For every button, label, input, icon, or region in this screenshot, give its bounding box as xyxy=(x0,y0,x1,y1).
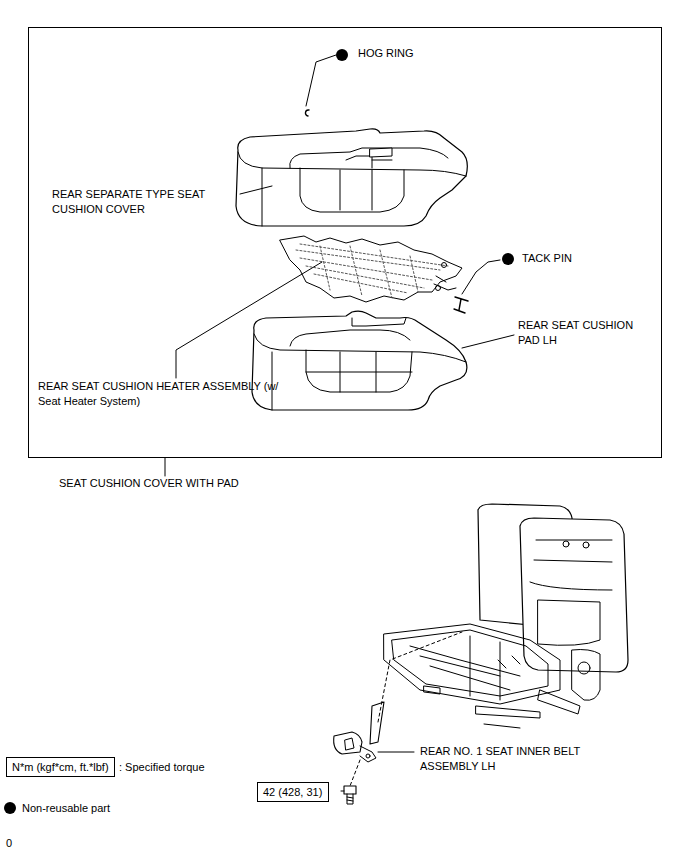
leader-line xyxy=(176,262,322,378)
assembly-name: SEAT CUSHION COVER WITH PAD xyxy=(59,476,239,490)
torque-legend-box: N*m (kgf*cm, ft.*lbf) xyxy=(6,757,115,777)
hog-ring xyxy=(305,110,309,116)
dashed-guide xyxy=(350,760,360,786)
page-code: 0 xyxy=(6,836,12,851)
leader-line xyxy=(341,791,344,792)
assembly-frame: SEAT CUSHION COVER WITH PAD xyxy=(28,27,662,458)
seat-heater-mat xyxy=(280,236,462,302)
seat-belt-buckle xyxy=(334,702,384,762)
torque-value: 42 (428, 31) xyxy=(263,785,323,799)
legend-dot xyxy=(4,802,16,814)
non-reusable-dot xyxy=(336,49,348,61)
tack-pin xyxy=(454,297,468,313)
leader-line xyxy=(240,186,272,194)
leader-line xyxy=(462,335,514,348)
seat-cushion-pad xyxy=(252,311,467,410)
legend-text: : Specified torque xyxy=(119,760,205,775)
dashed-guide xyxy=(378,632,462,722)
leader-line xyxy=(378,752,414,753)
part-name: REAR SEAT CUSHION PAD LH xyxy=(518,318,653,348)
part-name: TACK PIN xyxy=(522,251,572,266)
leader-line xyxy=(462,260,500,294)
leader-line xyxy=(165,458,166,476)
legend-text: Non-reusable part xyxy=(22,801,110,816)
part-name: REAR SEAT CUSHION HEATER ASSEMBLY (w/ Se… xyxy=(38,379,300,409)
torque-value: N*m (kgf*cm, ft.*lbf) xyxy=(12,760,109,774)
torque-box: 42 (428, 31) xyxy=(257,782,329,802)
leader-line xyxy=(306,55,336,106)
part-name: REAR SEPARATE TYPE SEAT CUSHION COVER xyxy=(52,187,230,217)
part-name: REAR NO. 1 SEAT INNER BELT ASSEMBLY LH xyxy=(420,744,580,774)
part-name: HOG RING xyxy=(358,46,414,61)
rear-seat-assembly xyxy=(384,504,628,728)
non-reusable-dot xyxy=(502,253,514,265)
bolt xyxy=(344,786,356,804)
seat-cushion-cover xyxy=(236,129,467,226)
